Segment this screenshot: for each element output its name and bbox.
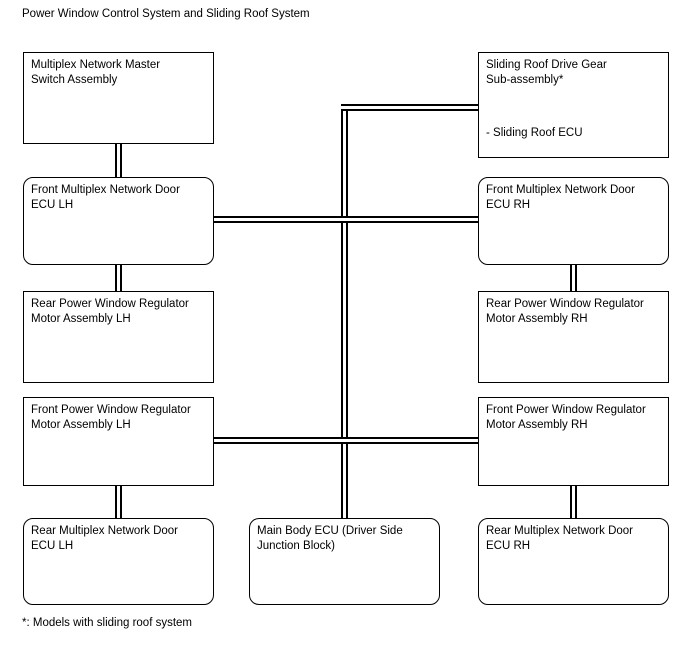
connector-rh-front-window-to-rear-door-ecu [570, 483, 577, 518]
connector-lh-front-window-to-rear-door-ecu [115, 483, 122, 518]
connector-front-power-window-bus [212, 437, 480, 444]
node-label: Rear Multiplex Network Door ECU RH [486, 525, 633, 552]
connector-main-vertical-bus [341, 104, 348, 518]
node-front-power-window-regulator-motor-assembly-lh[interactable]: Front Power Window Regulator Motor Assem… [23, 397, 214, 486]
connector-sliding-roof-branch [341, 104, 480, 111]
node-sliding-roof-drive-gear-sub-assembly[interactable]: Sliding Roof Drive Gear Sub-assembly* - … [478, 52, 669, 158]
node-label: Main Body ECU (Driver Side Junction Bloc… [257, 525, 403, 552]
node-label: Front Power Window Regulator Motor Assem… [486, 404, 646, 431]
connector-rh-door-ecu-to-rear-window [570, 262, 577, 294]
node-multiplex-network-master-switch-assembly[interactable]: Multiplex Network Master Switch Assembly [23, 52, 214, 144]
node-label: Front Multiplex Network Door ECU RH [486, 184, 635, 211]
node-label: Multiplex Network Master Switch Assembly [31, 59, 161, 86]
connector-lh-door-ecu-to-rear-window [115, 262, 122, 294]
node-rear-power-window-regulator-motor-assembly-lh[interactable]: Rear Power Window Regulator Motor Assemb… [23, 291, 214, 383]
node-label: Rear Power Window Regulator Motor Assemb… [31, 298, 189, 325]
diagram-title: Power Window Control System and Sliding … [22, 8, 310, 20]
diagram-footnote: *: Models with sliding roof system [22, 617, 193, 629]
node-front-power-window-regulator-motor-assembly-rh[interactable]: Front Power Window Regulator Motor Assem… [478, 397, 669, 486]
node-main-body-ecu-driver-side-junction-block[interactable]: Main Body ECU (Driver Side Junction Bloc… [249, 518, 440, 605]
node-label: Sliding Roof Drive Gear Sub-assembly* [486, 59, 607, 86]
node-front-multiplex-network-door-ecu-lh[interactable]: Front Multiplex Network Door ECU LH [23, 177, 214, 265]
connector-front-door-ecu-bus [212, 216, 480, 223]
node-rear-multiplex-network-door-ecu-lh[interactable]: Rear Multiplex Network Door ECU LH [23, 518, 214, 605]
node-sublabel-sliding-roof-ecu: - Sliding Roof ECU [486, 127, 583, 139]
node-rear-power-window-regulator-motor-assembly-rh[interactable]: Rear Power Window Regulator Motor Assemb… [478, 291, 669, 383]
node-label: Front Power Window Regulator Motor Assem… [31, 404, 191, 431]
node-rear-multiplex-network-door-ecu-rh[interactable]: Rear Multiplex Network Door ECU RH [478, 518, 669, 605]
node-label: Front Multiplex Network Door ECU LH [31, 184, 180, 211]
node-label: Rear Power Window Regulator Motor Assemb… [486, 298, 644, 325]
node-label: Rear Multiplex Network Door ECU LH [31, 525, 178, 552]
connector-lh-master-to-door-ecu [115, 142, 122, 180]
node-front-multiplex-network-door-ecu-rh[interactable]: Front Multiplex Network Door ECU RH [478, 177, 669, 265]
